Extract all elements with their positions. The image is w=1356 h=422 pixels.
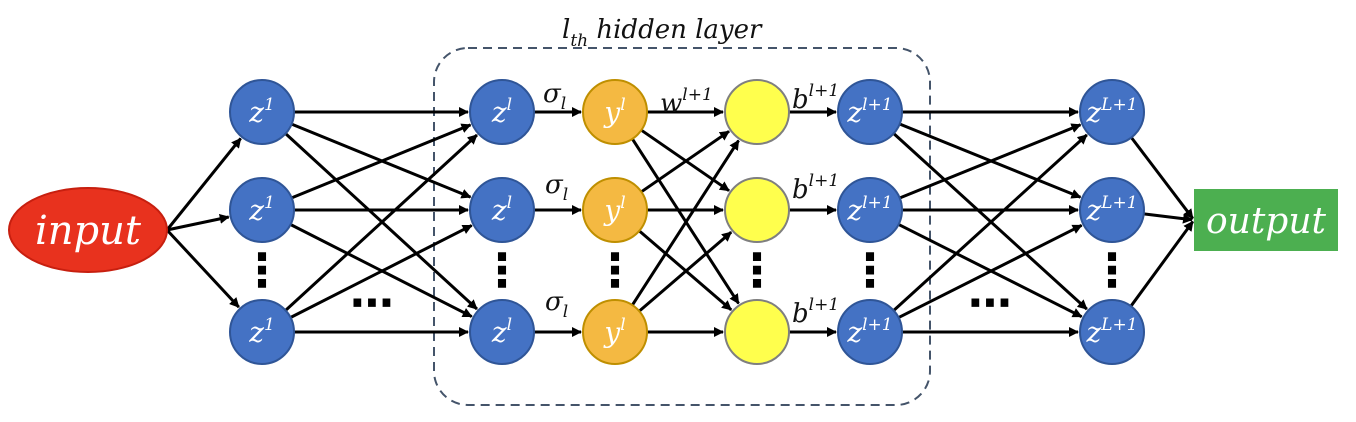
yl-neuron <box>582 177 648 243</box>
dense-edge <box>899 123 1082 200</box>
yl-neuron <box>582 79 648 145</box>
zL1-neuron <box>1079 299 1145 365</box>
weight-edge <box>631 139 740 306</box>
yl-neuron-label: yl <box>602 193 625 227</box>
zl1-neuron <box>837 79 903 145</box>
z1-neuron-label: z1 <box>248 193 275 227</box>
output-edge <box>1143 212 1194 224</box>
bias-annotation: bl+1 <box>792 81 839 115</box>
dense-edge <box>284 133 478 312</box>
input-edge <box>165 137 242 231</box>
horizontal-ellipsis: ⋯ <box>350 278 394 329</box>
output-edge <box>1130 136 1194 220</box>
input-label: input <box>35 208 142 254</box>
output-node <box>1194 189 1338 251</box>
weight-edge <box>640 130 730 194</box>
bias-annotation: bl+1 <box>792 171 839 205</box>
z1-neuron <box>229 299 295 365</box>
yl-neuron <box>582 299 648 365</box>
weighted-sum-neuron <box>724 299 790 365</box>
zl1-neuron-label: zl+1 <box>846 193 892 227</box>
sigma-annotation: σl <box>543 79 566 114</box>
zl1-neuron-label: zl+1 <box>846 315 892 349</box>
zl-neuron-label: zl <box>491 95 512 129</box>
yl-neuron-label: yl <box>602 315 625 349</box>
edge-annotations: σl σl σl wl+1 bl+1 bl+1 bl+1 <box>543 79 839 329</box>
vertical-ellipsis: ⋮ <box>734 243 780 297</box>
ellipsis-marks: ⋮ ⋮ ⋮ ⋮ ⋮ ⋮ ⋯ ⋯ <box>239 243 1135 329</box>
zl1-neuron-label: zl+1 <box>846 95 892 129</box>
weight-edge <box>638 231 733 313</box>
bias-annotation: bl+1 <box>792 295 839 329</box>
zl1-neuron <box>837 299 903 365</box>
zL1-neuron-label: zL+1 <box>1085 193 1137 227</box>
neuron-layers: z1 zl yl zl+1 zL+1 z1 zl yl zl+1 zL+1 z1 zl yl zl+1 zL… <box>229 79 1145 365</box>
hidden-layer-box <box>433 47 931 406</box>
sigma-annotation: σl <box>545 170 568 205</box>
z1-neuron <box>229 177 295 243</box>
input-edge <box>165 228 240 309</box>
zl-neuron <box>469 177 535 243</box>
zL1-neuron <box>1079 79 1145 145</box>
zL1-neuron <box>1079 177 1145 243</box>
weighted-sum-neuron <box>724 79 790 145</box>
zl-neuron <box>469 79 535 145</box>
hidden-layer-title: lth hidden layer <box>562 15 763 51</box>
vertical-ellipsis: ⋮ <box>847 243 893 297</box>
yl-neuron-label: yl <box>602 95 625 129</box>
dense-edge <box>897 223 1083 319</box>
dense-edge <box>291 123 472 200</box>
vertical-ellipsis: ⋮ <box>479 243 525 297</box>
input-edge <box>166 213 230 232</box>
zL1-neuron-label: zL+1 <box>1085 95 1137 129</box>
zl-neuron <box>469 299 535 365</box>
horizontal-ellipsis: ⋯ <box>968 278 1012 329</box>
input-node <box>8 187 168 273</box>
output-edge <box>1129 220 1195 308</box>
weighted-sum-neuron <box>724 177 790 243</box>
connection-edges <box>165 107 1195 337</box>
vertical-ellipsis: ⋮ <box>592 243 638 297</box>
vertical-ellipsis: ⋮ <box>239 243 285 297</box>
sigma-annotation: σl <box>545 287 568 322</box>
zL1-neuron-label: zL+1 <box>1085 315 1137 349</box>
dense-edge <box>892 133 1088 312</box>
z1-neuron-label: z1 <box>248 95 275 129</box>
zl-neuron-label: zl <box>491 315 512 349</box>
z1-neuron-label: z1 <box>248 315 275 349</box>
weight-annotation: wl+1 <box>660 85 713 119</box>
dense-edge <box>289 224 473 319</box>
vertical-ellipsis: ⋮ <box>1089 243 1135 297</box>
zl-neuron-label: zl <box>491 193 512 227</box>
z1-neuron <box>229 79 295 145</box>
zl1-neuron <box>837 177 903 243</box>
output-label: output <box>1206 201 1327 242</box>
